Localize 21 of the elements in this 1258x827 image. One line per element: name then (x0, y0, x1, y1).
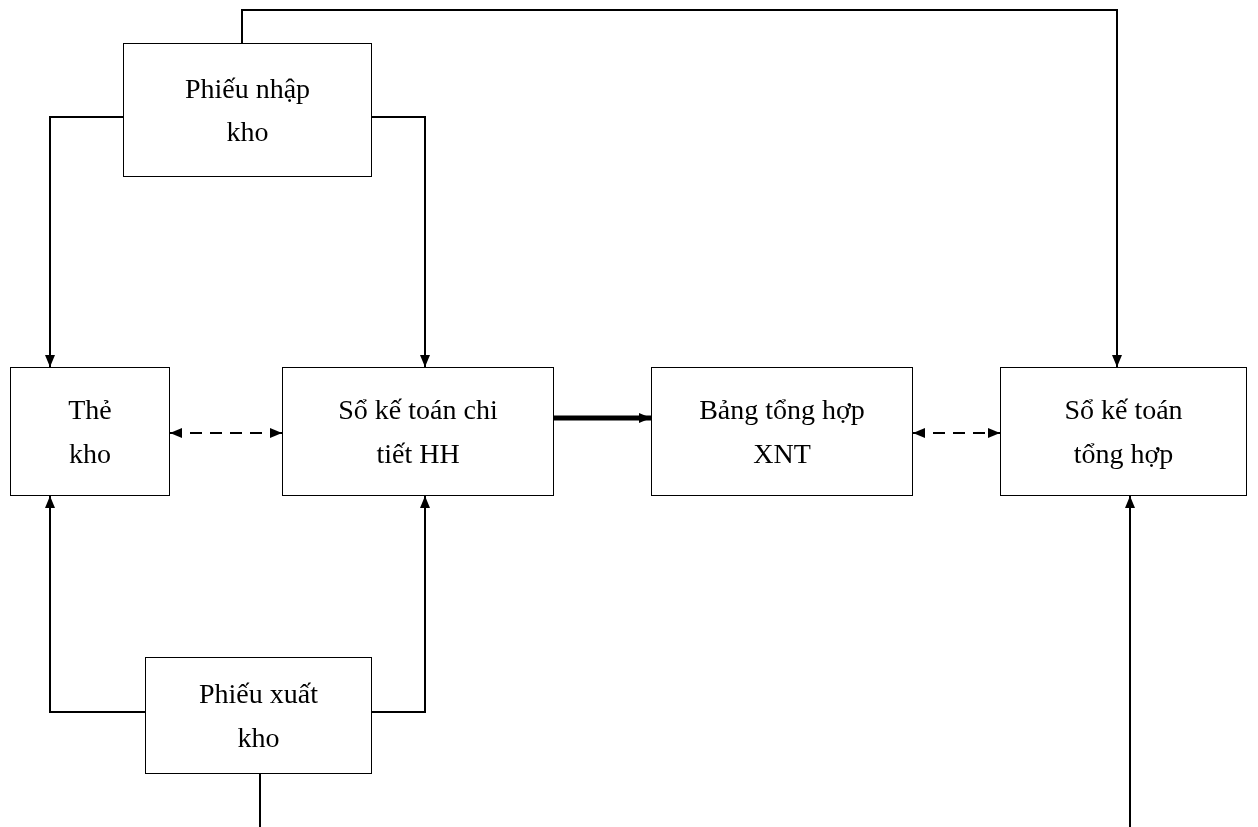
box-label: Sổ kế toán chi tiết HH (337, 393, 499, 471)
dashed-arrow (169, 428, 283, 438)
box-label: Thẻ kho (67, 393, 113, 471)
double-arrow (554, 413, 651, 423)
box-label: Sổ kế toán tổng hợp (1063, 393, 1184, 471)
process-box (651, 367, 913, 496)
arrow (45, 495, 146, 713)
arrow (1125, 495, 1135, 827)
box-label: Bảng tổng hợp XNT (698, 393, 866, 471)
box-label: Phiếu xuất kho (198, 677, 319, 755)
dashed-arrow (912, 428, 1001, 438)
box-label: Phiếu nhập kho (183, 71, 312, 149)
process-box (1000, 367, 1247, 496)
arrow (371, 495, 430, 713)
process-box (145, 657, 372, 774)
arrow (371, 116, 430, 368)
arrow (45, 116, 124, 368)
process-box (123, 43, 372, 177)
process-box (282, 367, 554, 496)
process-box (10, 367, 170, 496)
arrow (241, 9, 1122, 368)
